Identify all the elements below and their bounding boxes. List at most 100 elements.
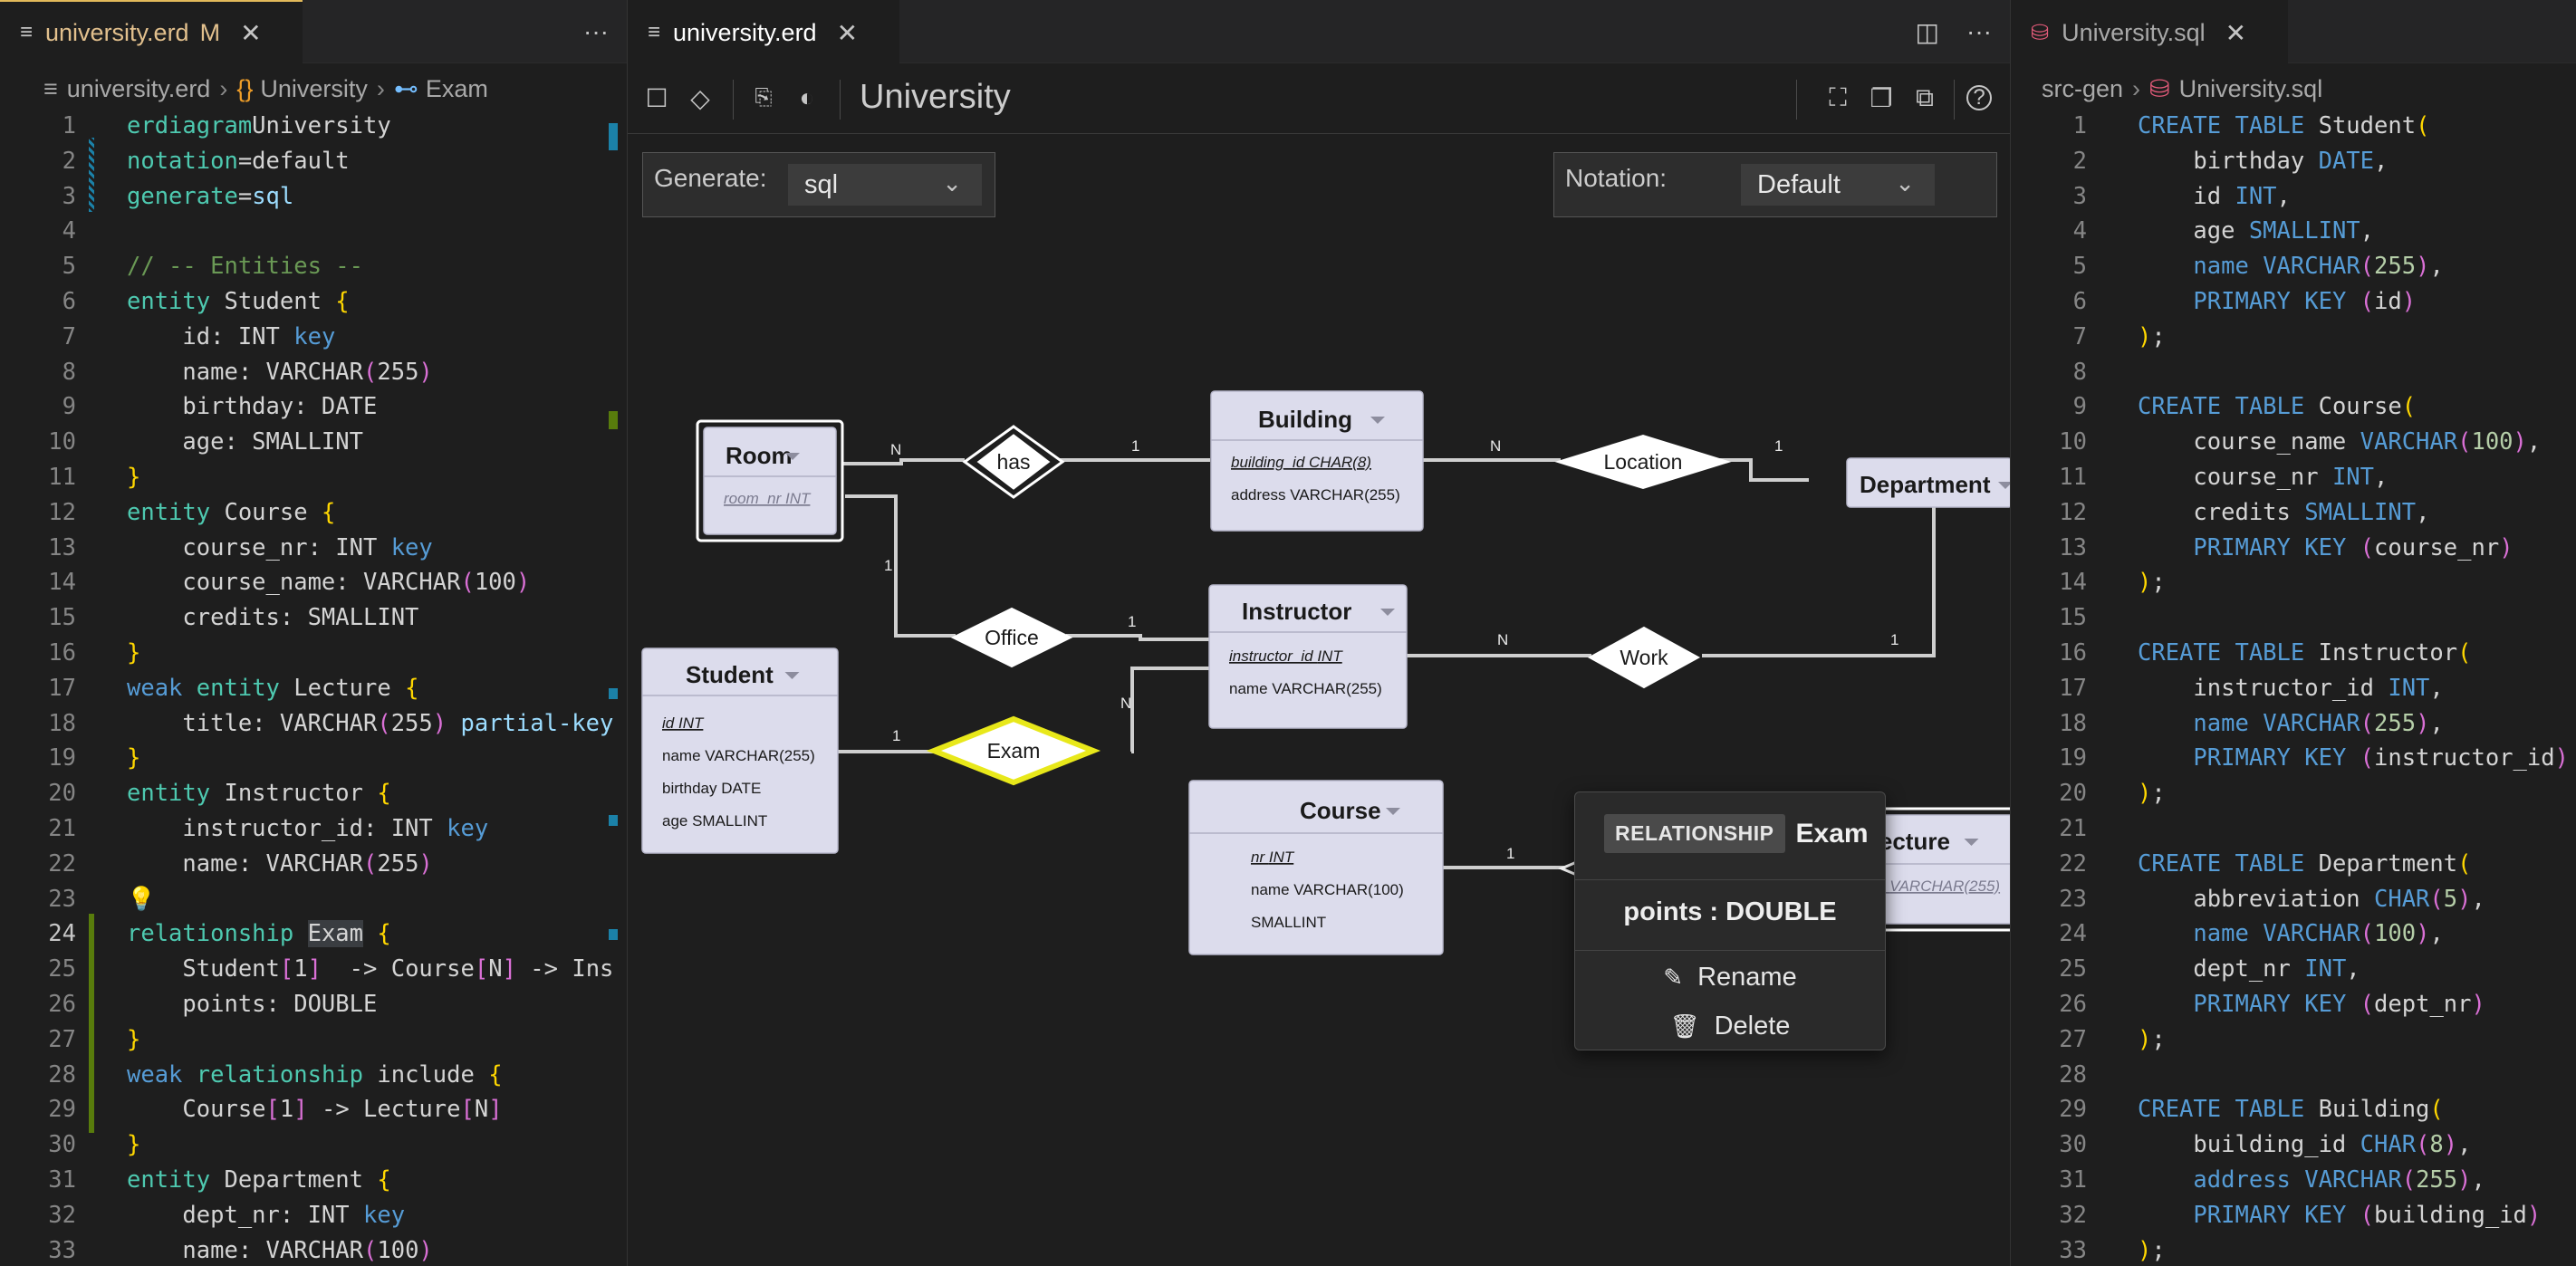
delete-menu-item[interactable]: 🗑 Delete	[1575, 1002, 1885, 1050]
breadcrumb-file[interactable]: University.sql	[2178, 74, 2323, 102]
code-line[interactable]: 10 course_name VARCHAR(100),	[2011, 425, 2576, 460]
code-line[interactable]: 16}	[0, 636, 627, 671]
breadcrumb-relationship[interactable]: Exam	[425, 74, 488, 102]
code-line[interactable]: 12 credits SMALLINT,	[2011, 495, 2576, 531]
code-line[interactable]: 8	[2011, 355, 2576, 390]
add-relationship-icon[interactable]: ◇	[690, 83, 710, 112]
code-line[interactable]: 7 id: INT key	[0, 320, 627, 355]
code-line[interactable]: 13 PRIMARY KEY (course_nr)	[2011, 531, 2576, 566]
code-line[interactable]: 25 Student[1] -> Course[N] -> Ins	[0, 952, 627, 987]
chevron-down-icon[interactable]	[1370, 417, 1385, 424]
relationship-work[interactable]: Work	[1587, 626, 1701, 689]
code-line[interactable]: 33);	[2011, 1233, 2576, 1266]
code-line[interactable]: 26 PRIMARY KEY (dept_nr)	[2011, 987, 2576, 1022]
code-line[interactable]: 27);	[2011, 1022, 2576, 1058]
code-line[interactable]: 33 name: VARCHAR(100)	[0, 1233, 627, 1266]
split-editor-icon[interactable]: ◫	[1915, 17, 1940, 46]
code-line[interactable]: 11}	[0, 460, 627, 495]
breadcrumb-file[interactable]: university.erd	[66, 74, 211, 102]
rename-menu-item[interactable]: ✎ Rename	[1575, 954, 1885, 1001]
chevron-down-icon[interactable]	[1380, 609, 1395, 616]
code-line[interactable]: 27}	[0, 1022, 627, 1058]
code-line[interactable]: 14);	[2011, 565, 2576, 600]
help-icon[interactable]: ?	[1966, 85, 1992, 110]
code-line[interactable]: 30 building_id CHAR(8),	[2011, 1127, 2576, 1163]
code-line[interactable]: 5 name VARCHAR(255),	[2011, 249, 2576, 284]
code-line[interactable]: 10 age: SMALLINT	[0, 425, 627, 460]
code-line[interactable]: 15	[2011, 600, 2576, 636]
more-actions-icon[interactable]: ···	[583, 17, 609, 45]
code-line[interactable]: 30}	[0, 1127, 627, 1163]
code-line[interactable]: 29 Course[1] -> Lecture[N]	[0, 1092, 627, 1127]
code-line[interactable]: 8 name: VARCHAR(255)	[0, 355, 627, 390]
chevron-down-icon[interactable]	[1964, 839, 1979, 846]
close-icon[interactable]: ✕	[240, 18, 262, 47]
center-icon[interactable]: ❐	[1870, 83, 1893, 112]
code-line[interactable]: 20);	[2011, 776, 2576, 811]
palette-icon[interactable]: ◐	[799, 83, 815, 111]
code-line[interactable]: 32 PRIMARY KEY (building_id)	[2011, 1198, 2576, 1233]
code-line[interactable]: 11 course_nr INT,	[2011, 460, 2576, 495]
tab-university-sql[interactable]: ⛁ University.sql ✕	[2011, 0, 2288, 63]
code-line[interactable]: 23 abbreviation CHAR(5),	[2011, 882, 2576, 917]
chevron-down-icon[interactable]	[1386, 808, 1400, 815]
chevron-down-icon[interactable]	[785, 453, 800, 460]
code-line[interactable]: 5// -- Entities --	[0, 249, 627, 284]
fit-to-screen-icon[interactable]: ⛶	[1829, 82, 1847, 111]
code-line[interactable]: 19}	[0, 741, 627, 776]
entity-department[interactable]: Department	[1846, 457, 2011, 508]
code-line[interactable]: 26 points: DOUBLE	[0, 987, 627, 1022]
code-line[interactable]: 14 course_name: VARCHAR(100)	[0, 565, 627, 600]
add-entity-icon[interactable]: ☐	[645, 83, 668, 112]
code-line[interactable]: 32 dept_nr: INT key	[0, 1198, 627, 1233]
code-line[interactable]: 28	[2011, 1058, 2576, 1093]
code-line[interactable]: 22 name: VARCHAR(255)	[0, 847, 627, 882]
code-line[interactable]: 31 address VARCHAR(255),	[2011, 1163, 2576, 1198]
relationship-exam[interactable]: Exam	[926, 715, 1101, 786]
code-line[interactable]: 9 birthday: DATE	[0, 389, 627, 425]
diagram-canvas[interactable]: N1N111N11N1NhasLocationOfficeWorkExaminc…	[628, 0, 2011, 1266]
code-line[interactable]: 23💡	[0, 882, 627, 917]
code-line[interactable]: 21	[2011, 811, 2576, 847]
chevron-down-icon[interactable]	[784, 672, 800, 679]
breadcrumb-diagram[interactable]: University	[260, 74, 368, 102]
code-line[interactable]: 7);	[2011, 320, 2576, 355]
chevron-down-icon[interactable]	[1998, 482, 2011, 489]
code-line[interactable]: 18 title: VARCHAR(255) partial-key	[0, 706, 627, 742]
generate-select[interactable]: sql ⌄	[788, 164, 982, 206]
code-file-icon[interactable]: ⎘	[755, 85, 773, 110]
relationship-location[interactable]: Location	[1554, 434, 1732, 490]
code-line[interactable]: 13 course_nr: INT key	[0, 531, 627, 566]
code-line[interactable]: 17 instructor_id INT,	[2011, 671, 2576, 706]
close-icon[interactable]: ✕	[2225, 18, 2247, 47]
code-line[interactable]: 15 credits: SMALLINT	[0, 600, 627, 636]
layout-icon[interactable]: ⧉	[1916, 82, 1934, 111]
code-line[interactable]: 19 PRIMARY KEY (instructor_id)	[2011, 741, 2576, 776]
notation-select[interactable]: Default ⌄	[1741, 164, 1935, 206]
code-line[interactable]: 24 name VARCHAR(100),	[2011, 916, 2576, 952]
code-line[interactable]: 21 instructor_id: INT key	[0, 811, 627, 847]
close-icon[interactable]: ✕	[836, 18, 859, 47]
relationship-has[interactable]: has	[962, 425, 1065, 499]
tab-university-erd-diagram[interactable]: ≡ university.erd ✕	[628, 0, 899, 63]
